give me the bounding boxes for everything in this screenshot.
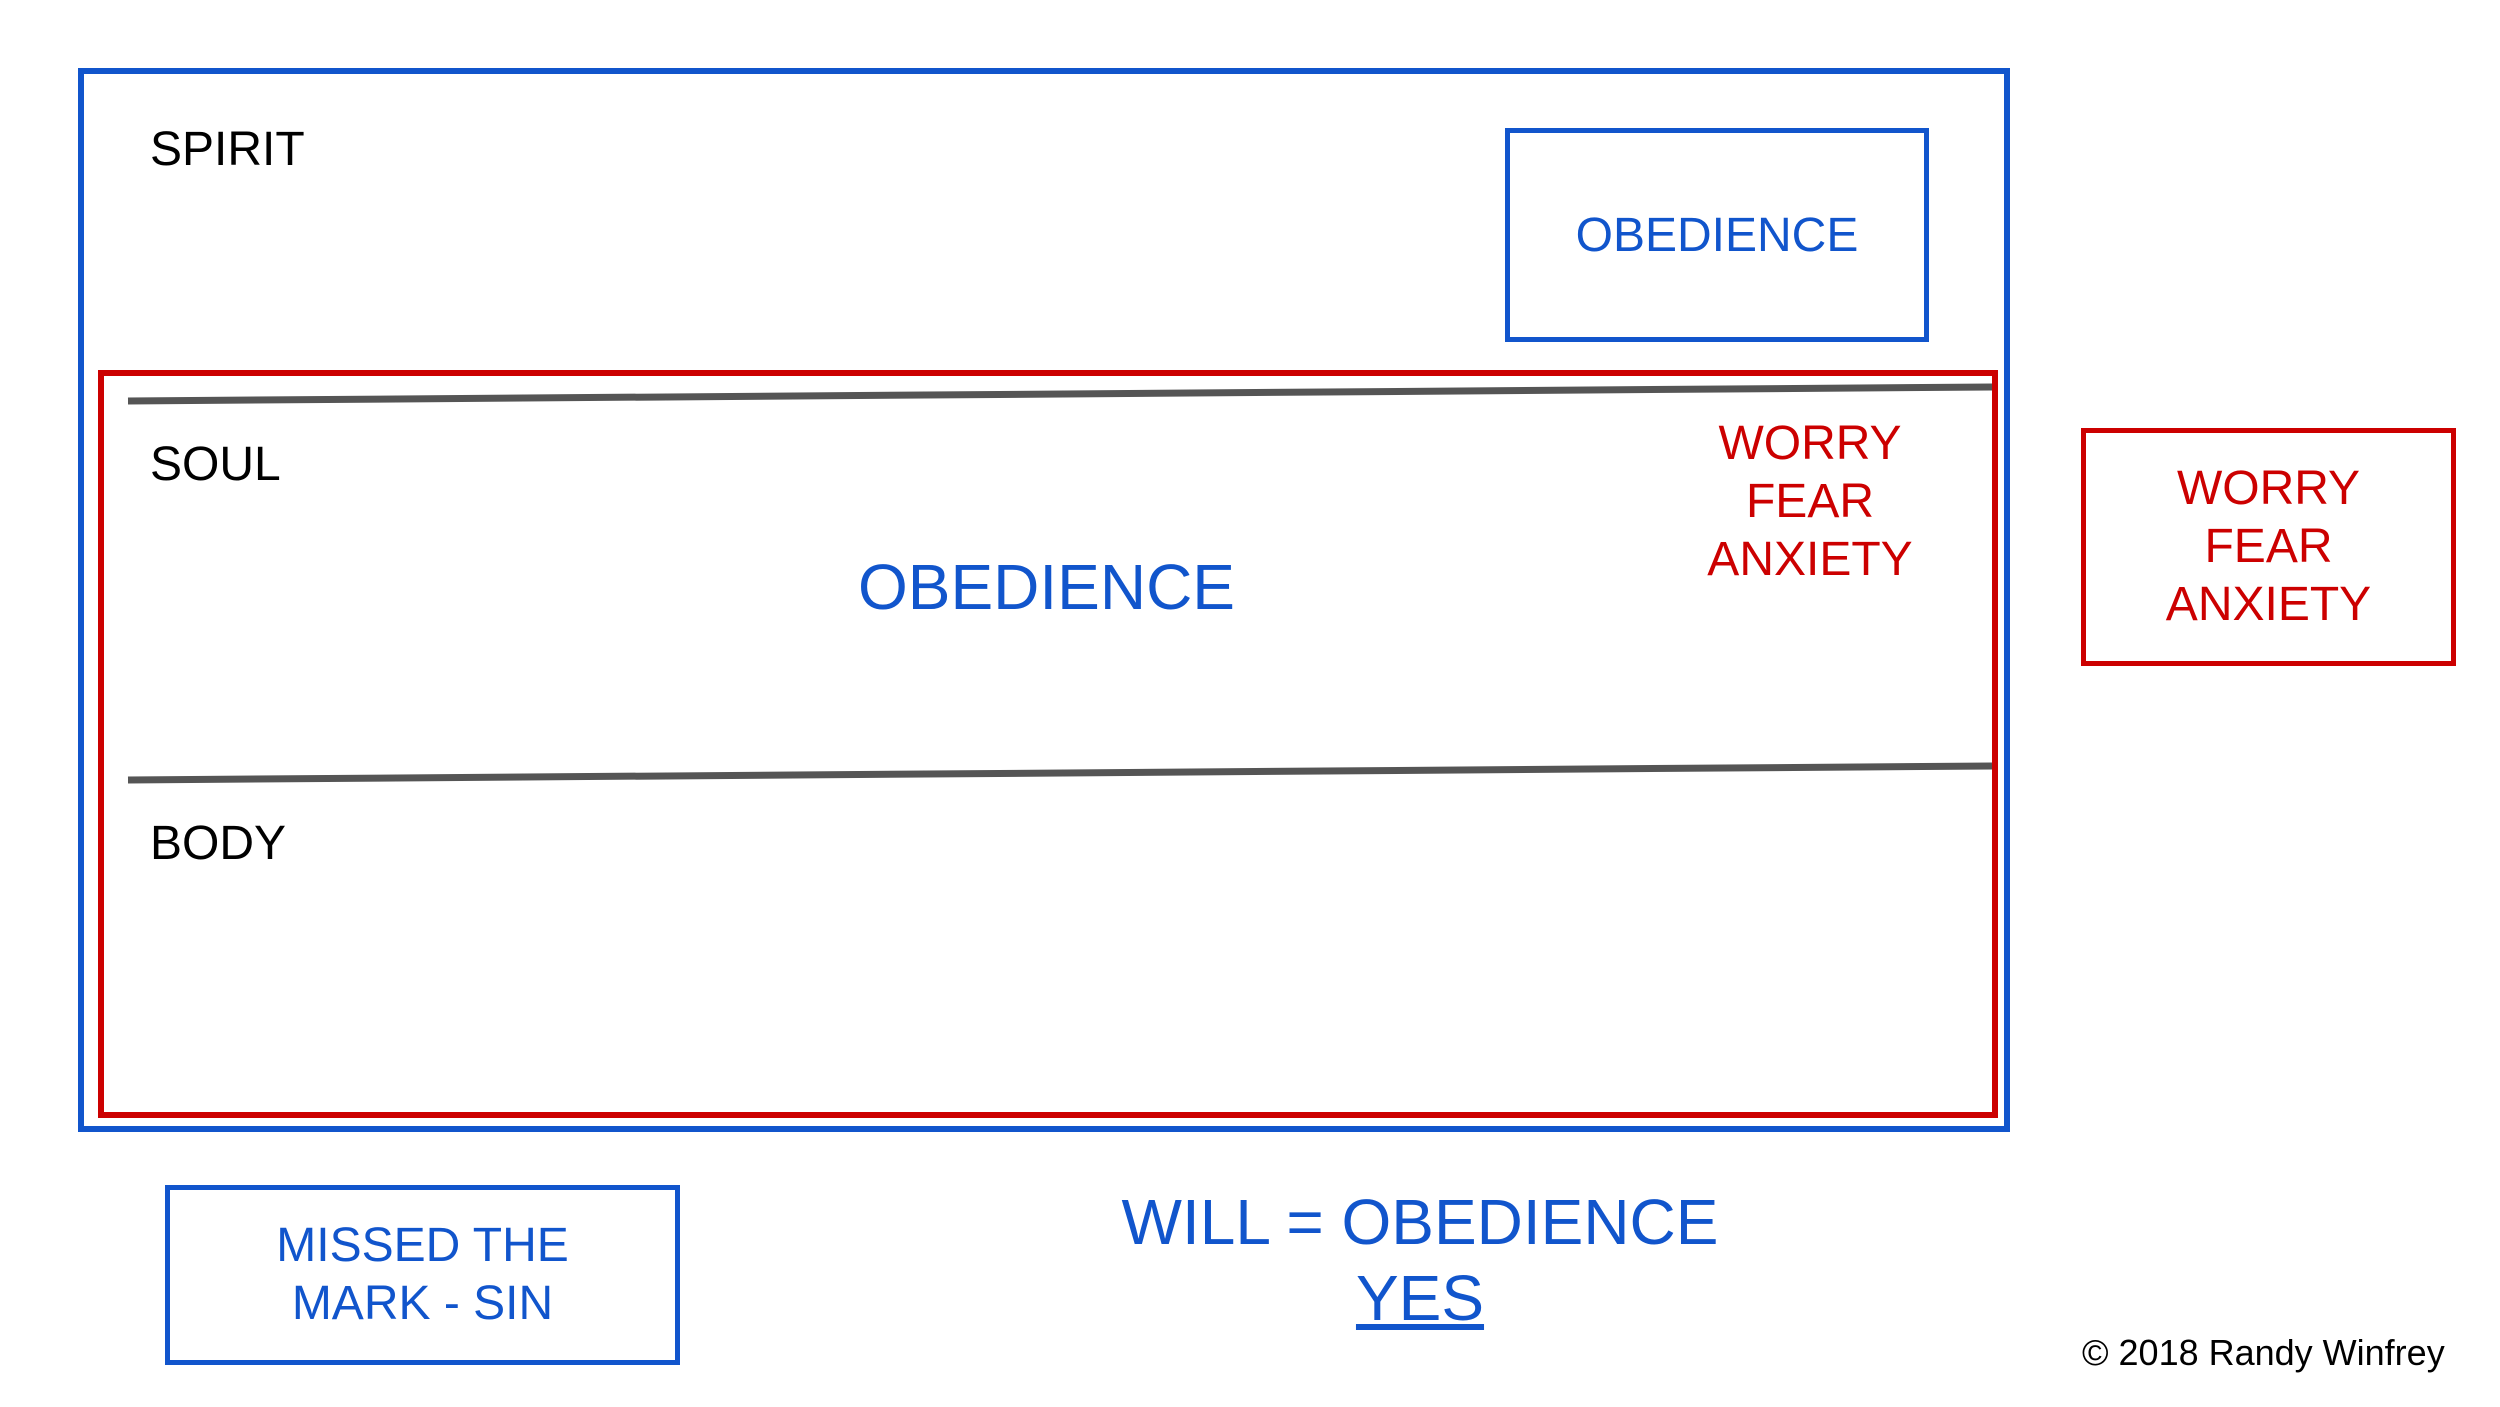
will-yes-text: YES (1355, 1262, 1485, 1334)
spirit-obedience-box: OBEDIENCE (1505, 128, 1929, 342)
spirit-label: SPIRIT (150, 123, 305, 176)
spirit-obedience-text: OBEDIENCE (1575, 208, 1859, 262)
soul-label: SOUL (150, 438, 281, 491)
body-label: BODY (150, 817, 287, 870)
missed-line-2: MARK - SIN (291, 1277, 554, 1330)
inner-feeling-worry: WORRY (1718, 417, 1902, 470)
outer-feeling-anxiety: ANXIETY (2165, 578, 2372, 631)
outer-feelings-box: WORRY FEAR ANXIETY (2081, 428, 2456, 666)
missed-the-mark-box: MISSED THE MARK - SIN (165, 1185, 680, 1365)
inner-soul-body-box (98, 370, 1998, 1118)
outer-spirit-box (78, 68, 2010, 1132)
inner-feeling-fear: FEAR (1745, 475, 1874, 528)
outer-feeling-fear: FEAR (2204, 520, 2333, 573)
will-obedience-block: WILL = OBEDIENCE YES (1100, 1180, 1740, 1340)
soul-obedience-text: OBEDIENCE (858, 551, 1235, 623)
copyright-text: © 2018 Randy Winfrey (2082, 1332, 2445, 1373)
inner-feelings-block: WORRY FEAR ANXIETY (1660, 412, 1960, 592)
will-obedience-text: WILL = OBEDIENCE (1121, 1186, 1719, 1258)
outer-feeling-worry: WORRY (2176, 462, 2361, 515)
missed-line-1: MISSED THE (276, 1219, 569, 1272)
inner-feeling-anxiety: ANXIETY (1707, 533, 1913, 586)
